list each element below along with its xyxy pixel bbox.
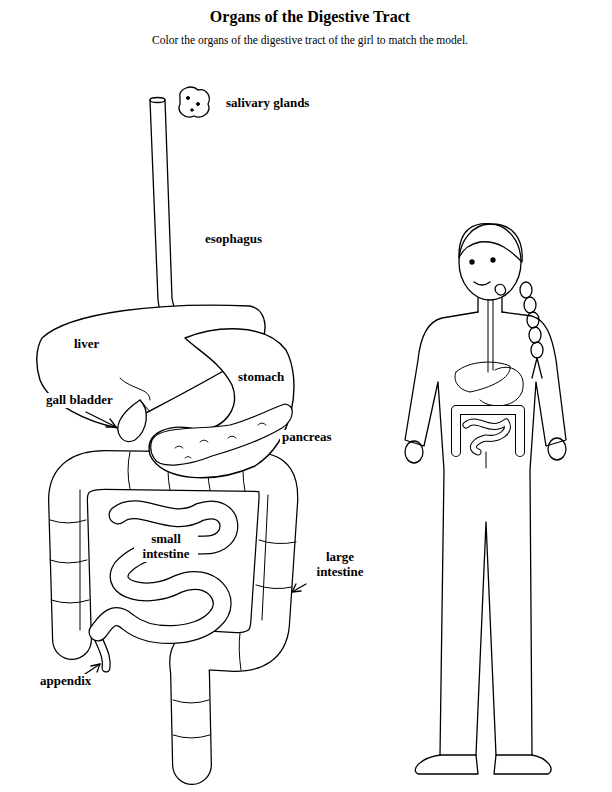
caption: Color the organs of the digestive tract …: [4, 34, 612, 47]
part-label: salivary glands: [224, 96, 311, 111]
pointer-arrows: [82, 412, 306, 676]
large-intestine-drawing: [50, 452, 296, 765]
title: Organs of the Digestive Tract: [4, 8, 612, 26]
part-label: stomach: [236, 370, 286, 385]
part-label: small intestine: [134, 532, 198, 562]
part-label: gall bladder: [44, 393, 115, 408]
part-label: esophagus: [203, 232, 264, 247]
pancreas-drawing: [151, 404, 293, 465]
part-label: pancreas: [280, 430, 334, 445]
girl-figure: [405, 224, 566, 774]
salivary-gland-drawing: [179, 87, 209, 117]
part-label: large intestine: [306, 550, 374, 580]
esophagus-drawing: [150, 98, 195, 341]
gall-bladder-drawing: [118, 400, 146, 441]
part-label: liver: [72, 337, 101, 352]
stomach-drawing: [149, 329, 294, 478]
small-intestine-drawing: [98, 510, 229, 635]
part-label: appendix: [38, 674, 93, 689]
